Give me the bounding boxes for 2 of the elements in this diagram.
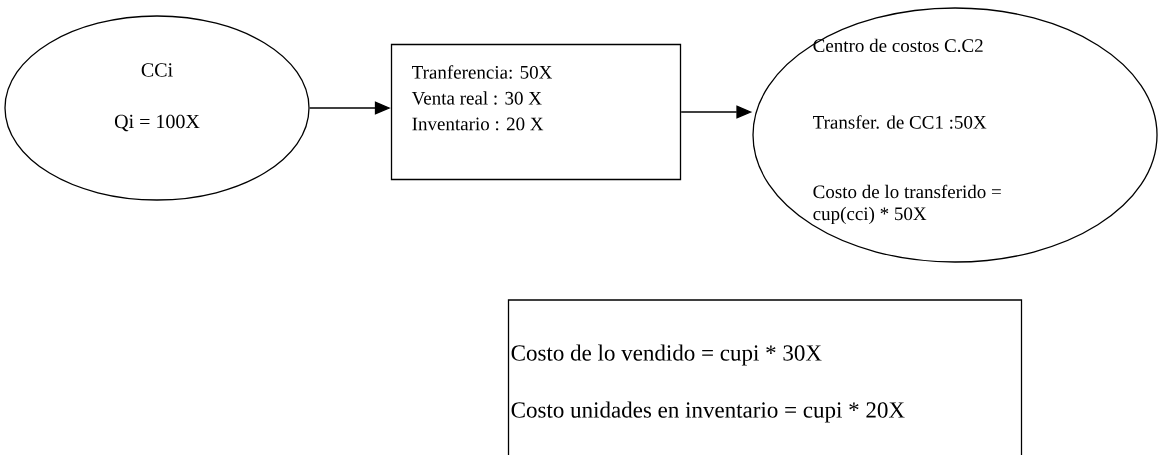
text-box: Costo de lo vendido = cupi * 30X Costo unidades en inventario = cupi * 20X [507, 299, 1023, 455]
process-box: Tranferencia: 50X Venta real : 30 X Inventario : 20 X [390, 43, 682, 181]
